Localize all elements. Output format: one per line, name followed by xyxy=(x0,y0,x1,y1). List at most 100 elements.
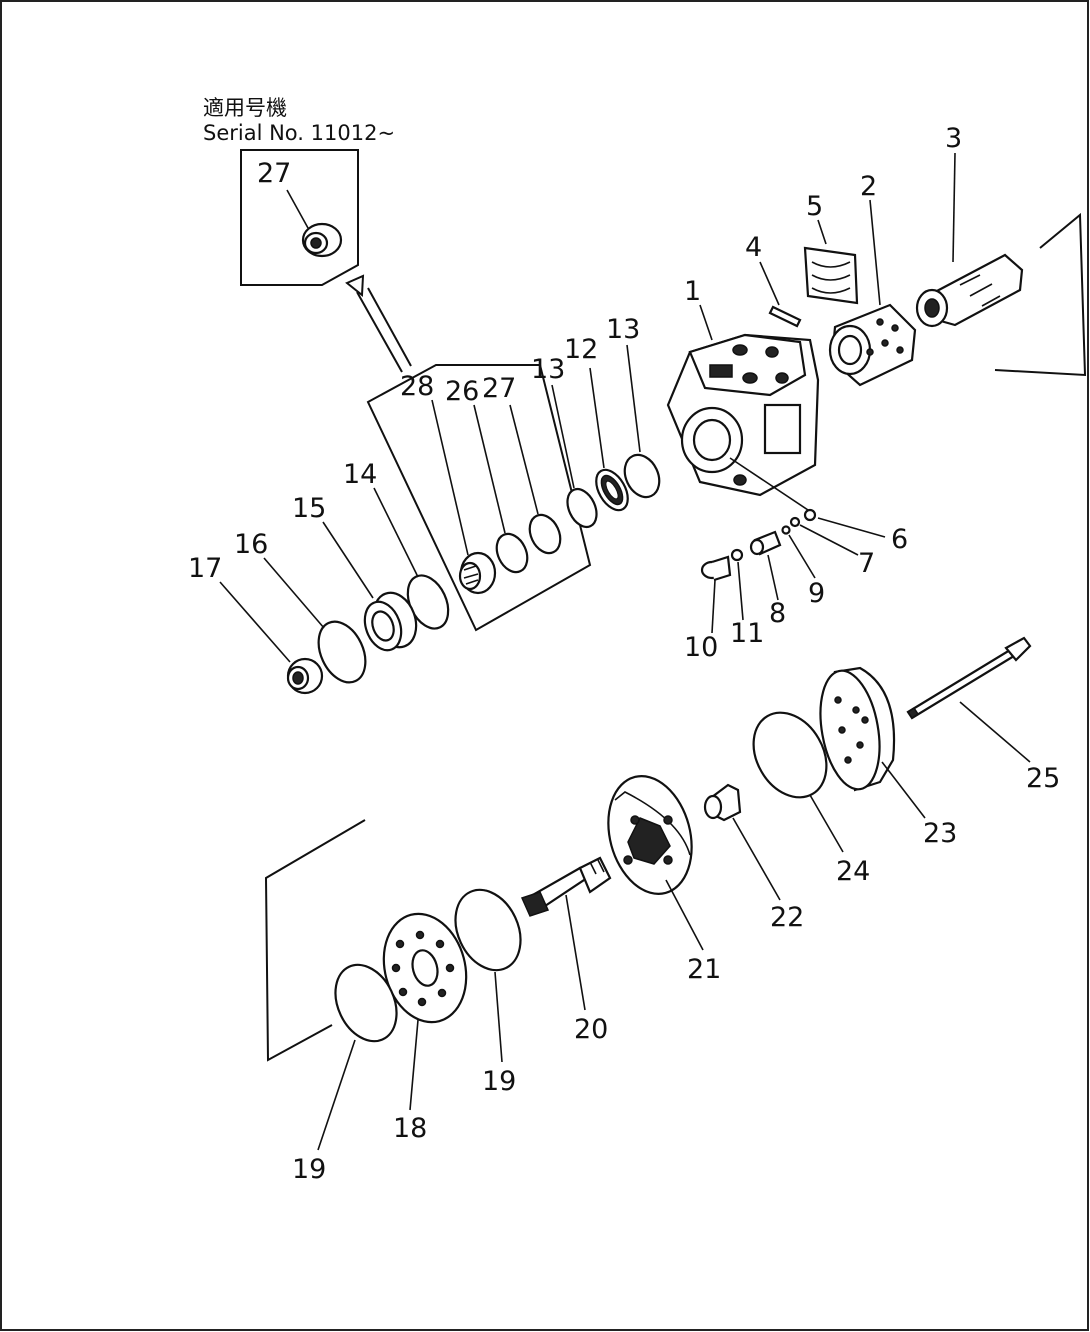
part-26-ring xyxy=(495,532,529,574)
leader-19-upper xyxy=(494,971,503,1063)
part-9-ring xyxy=(781,525,791,535)
label-24: 24 xyxy=(836,856,870,887)
part-16-oring xyxy=(317,620,367,684)
label-2: 2 xyxy=(860,171,877,202)
label-19-upper: 19 xyxy=(482,1066,516,1097)
part-13-oring-right xyxy=(623,453,661,499)
label-18: 18 xyxy=(393,1113,427,1144)
label-27-inset: 27 xyxy=(257,158,291,189)
leader-21 xyxy=(665,879,704,951)
part-23-end-cap xyxy=(819,666,896,792)
label-23: 23 xyxy=(923,818,957,849)
inset-box xyxy=(240,149,359,286)
part-5-springs xyxy=(803,246,859,305)
label-3: 3 xyxy=(945,123,962,154)
leader-13-left xyxy=(551,384,575,489)
leader-17 xyxy=(219,581,291,663)
label-13-right: 13 xyxy=(606,314,640,345)
part-6-ball xyxy=(803,508,817,522)
leader-8 xyxy=(767,554,779,601)
reference-arrow xyxy=(345,274,412,373)
leader-4 xyxy=(759,261,780,306)
leader-14 xyxy=(373,487,419,578)
part-19-oring-upper xyxy=(454,888,522,972)
label-12: 12 xyxy=(564,334,598,365)
leader-18 xyxy=(409,1019,419,1111)
label-10: 10 xyxy=(684,632,718,663)
seal-kit-bracket xyxy=(366,364,592,632)
part-17-bearing xyxy=(286,657,324,695)
part-24-oring xyxy=(752,711,828,799)
leader-27-group xyxy=(509,404,539,515)
label-8: 8 xyxy=(769,598,786,629)
label-11: 11 xyxy=(730,618,764,649)
label-13-left: 13 xyxy=(531,354,565,385)
part-28-needle-bearing xyxy=(458,551,497,595)
label-20: 20 xyxy=(574,1014,608,1045)
label-26: 26 xyxy=(445,376,479,407)
leader-16 xyxy=(263,557,325,629)
leader-25 xyxy=(959,701,1031,763)
label-9: 9 xyxy=(808,578,825,609)
leader-13-right xyxy=(626,344,641,453)
part-8-seat xyxy=(749,530,782,556)
leader-1-to-6 xyxy=(729,457,809,511)
label-7: 7 xyxy=(858,548,875,579)
label-15: 15 xyxy=(292,493,326,524)
part-4-pin xyxy=(768,305,802,328)
label-19-lower: 19 xyxy=(292,1154,326,1185)
part-15-gland xyxy=(363,591,418,652)
part-1-housing xyxy=(666,333,820,497)
label-14: 14 xyxy=(343,459,377,490)
leader-20 xyxy=(565,894,586,1011)
part-10-plug xyxy=(700,555,732,582)
part-21-gerotor xyxy=(607,775,693,895)
leader-23 xyxy=(881,761,926,819)
leader-1 xyxy=(699,304,713,341)
label-6: 6 xyxy=(891,524,908,555)
applicable-serial-label: 適用号機 xyxy=(203,96,287,120)
leader-24 xyxy=(809,794,844,853)
leader-2 xyxy=(869,199,881,306)
serial-number-text: Serial No. 11012~ xyxy=(203,121,395,145)
part-27-ring xyxy=(528,513,562,555)
leader-3 xyxy=(952,152,956,263)
left-group-line xyxy=(264,819,366,1062)
label-17: 17 xyxy=(188,553,222,584)
leader-6 xyxy=(817,517,886,538)
label-28: 28 xyxy=(400,371,434,402)
part-25-bolt xyxy=(906,636,1032,720)
label-22: 22 xyxy=(770,902,804,933)
leader-22 xyxy=(732,817,781,901)
right-group-line xyxy=(994,212,1087,377)
leader-27-inset xyxy=(286,189,309,229)
part-22-spacer xyxy=(703,783,742,822)
leader-28 xyxy=(431,399,469,556)
part-12-thrust-bearing xyxy=(595,468,629,512)
label-1: 1 xyxy=(684,276,701,307)
leader-11 xyxy=(737,561,744,621)
label-25: 25 xyxy=(1026,763,1060,794)
part-27-inset-bearing xyxy=(301,222,343,258)
part-19-oring-lower xyxy=(334,963,398,1043)
leader-7 xyxy=(799,524,859,556)
leader-9 xyxy=(788,534,816,579)
leader-5 xyxy=(817,219,827,245)
leader-19-lower xyxy=(317,1039,356,1151)
label-21: 21 xyxy=(687,954,721,985)
label-4: 4 xyxy=(745,232,762,263)
leader-26 xyxy=(473,404,506,534)
part-3-spool xyxy=(915,253,1024,328)
leader-15 xyxy=(322,521,374,599)
label-27-group: 27 xyxy=(482,373,516,404)
part-18-plate xyxy=(382,912,468,1024)
part-7-ring xyxy=(789,516,801,528)
label-5: 5 xyxy=(806,191,823,222)
part-11-ring xyxy=(730,548,744,562)
label-16: 16 xyxy=(234,529,268,560)
part-2-sleeve xyxy=(828,303,917,387)
part-13-oring-left xyxy=(566,487,598,529)
